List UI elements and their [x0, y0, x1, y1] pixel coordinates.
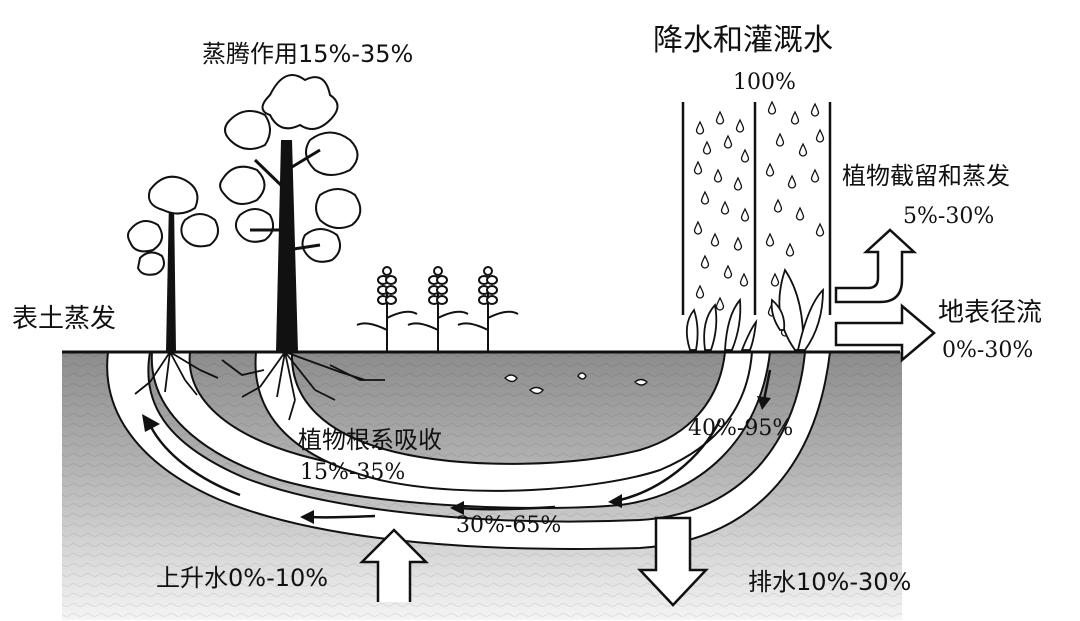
flow-arrowheads	[142, 396, 771, 524]
runoff-arrow	[834, 303, 936, 363]
soil-pebbles	[503, 372, 648, 395]
surface-runoff-value: 0%-30%	[942, 338, 1034, 363]
drainage-arrow	[637, 516, 709, 607]
tree-roots	[134, 351, 385, 421]
root-uptake-value: 15%-35%	[300, 460, 406, 485]
infiltration-label: 40%-95%	[688, 416, 794, 441]
rain-column	[681, 102, 832, 315]
soil-flow-label: 30%-65%	[456, 513, 562, 538]
crop-plants	[356, 266, 519, 352]
precipitation-value: 100%	[733, 70, 796, 95]
interception-value: 5%-30%	[903, 204, 995, 229]
drainage-label: 排水10%-30%	[748, 568, 912, 596]
capillary-rise-label: 上升水0%-10%	[156, 564, 329, 592]
precipitation-title: 降水和灌溉水	[653, 23, 833, 58]
small-tree	[127, 175, 220, 352]
capillary-rise-arrow	[358, 528, 430, 602]
interception-title: 植物截留和蒸发	[842, 162, 1010, 190]
surface-runoff-title: 地表径流	[938, 298, 1043, 328]
transpiration-label: 蒸腾作用15%-35%	[202, 40, 414, 68]
flow-arrows	[148, 369, 772, 519]
interception-arrow	[834, 228, 918, 304]
tall-tree	[219, 74, 362, 352]
raindrops	[693, 101, 825, 337]
ground-plants	[685, 267, 824, 351]
surface-evaporation-label: 表土蒸发	[12, 304, 117, 334]
root-uptake-title: 植物根系吸收	[298, 426, 442, 454]
